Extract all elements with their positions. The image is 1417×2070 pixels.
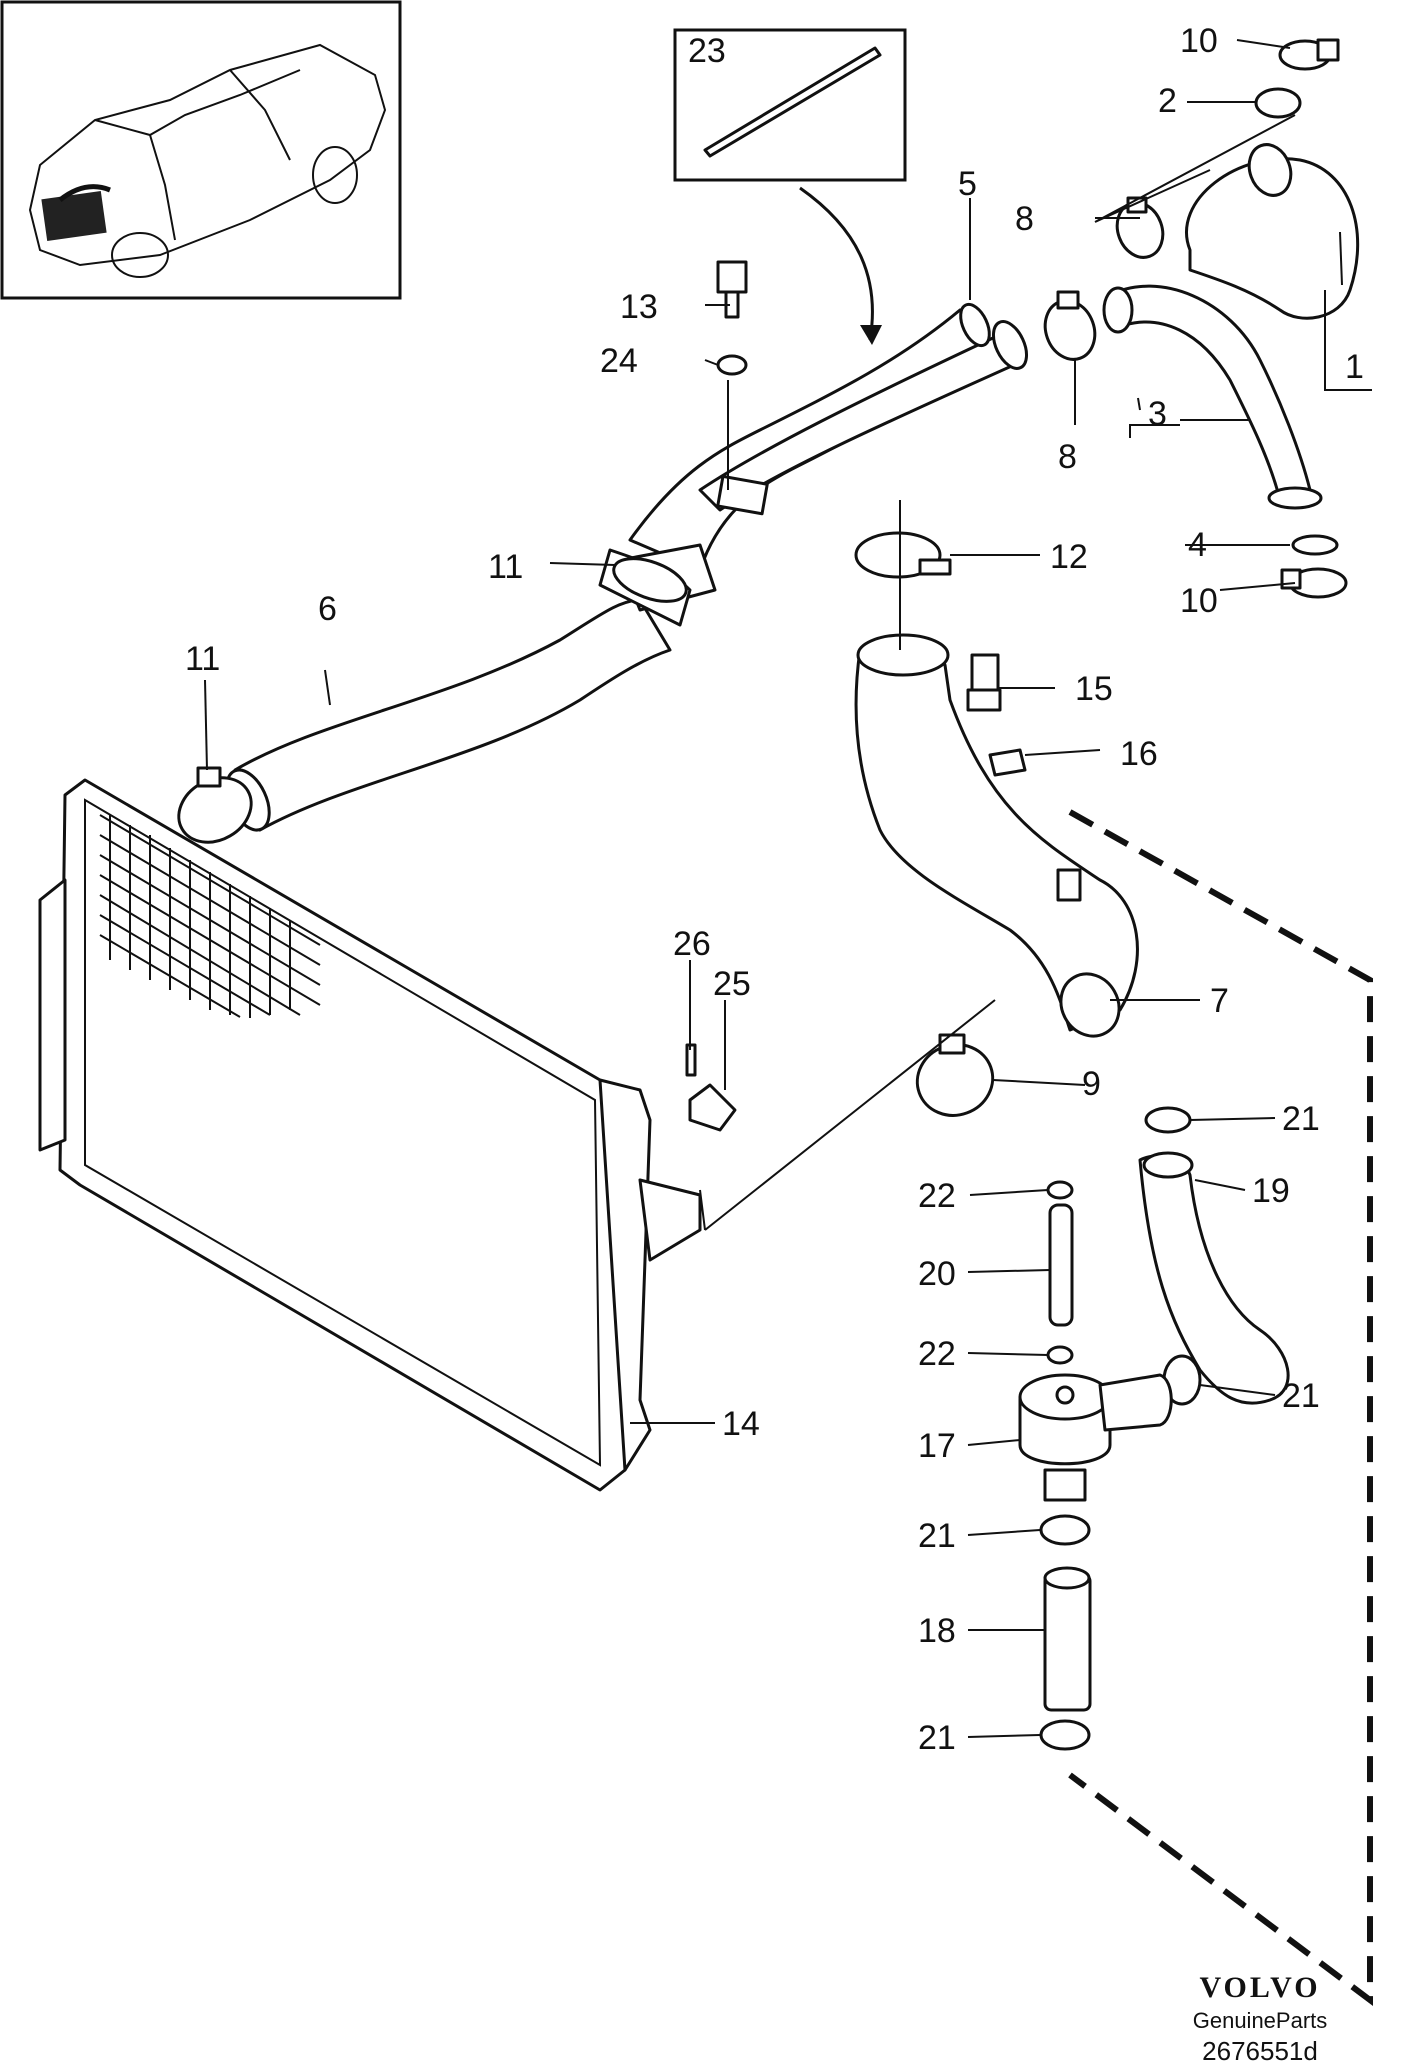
sensor-15 (966, 653, 1002, 712)
washer-24 (716, 354, 748, 376)
callout-7: 7 (1210, 982, 1229, 1020)
ring-21-mid (1039, 1514, 1091, 1546)
callout-11-upper: 11 (488, 548, 523, 586)
clip-22-bottom (1046, 1345, 1074, 1365)
callout-26: 26 (673, 925, 711, 963)
callout-25: 25 (713, 965, 751, 1003)
clamp-11-lower (177, 766, 253, 844)
bracket-25 (688, 1083, 737, 1132)
leader-lines (204, 39, 1372, 1738)
part-23-box (673, 28, 907, 345)
dashed-boundary (1068, 809, 1373, 2006)
callout-9: 9 (1082, 1065, 1101, 1103)
bolt-13 (716, 260, 748, 319)
clamp-9 (915, 1033, 995, 1117)
callout-23: 23 (688, 32, 726, 70)
callout-22-bottom: 22 (918, 1335, 956, 1373)
callout-2: 2 (1158, 82, 1177, 120)
callout-3: 3 (1148, 395, 1167, 433)
callout-24: 24 (600, 342, 638, 380)
callout-21-mid: 21 (918, 1517, 956, 1555)
document-number: 2676551d (1202, 2036, 1318, 2066)
pipe-1 (1185, 143, 1360, 320)
callout-18: 18 (918, 1612, 956, 1650)
callout-6: 6 (318, 590, 337, 628)
clip-16 (988, 748, 1027, 777)
callout-10-bottom: 10 (1180, 582, 1218, 620)
pipe-3 (1102, 284, 1323, 510)
clamp-10-upper (1278, 38, 1340, 71)
hose-18 (1043, 1566, 1092, 1712)
brand-block: VOLVO GenuineParts 2676551d (1193, 1971, 1328, 2066)
callout-1: 1 (1345, 348, 1364, 386)
hose-7 (854, 633, 1139, 1038)
brand-name: VOLVO (1199, 1971, 1320, 2004)
intercooler (38, 778, 702, 1492)
clamp-8-upper (1115, 196, 1165, 259)
callout-14: 14 (722, 1405, 760, 1443)
callout-22-top: 22 (918, 1177, 956, 1215)
callout-8-upper: 8 (1015, 200, 1034, 238)
callout-5: 5 (958, 165, 977, 203)
callout-16: 16 (1120, 735, 1158, 773)
car-thumbnail (0, 0, 402, 300)
hose-19 (1138, 1151, 1290, 1405)
clamp-8-lower (1043, 290, 1097, 361)
callout-17: 17 (918, 1427, 956, 1465)
tube-20 (1048, 1203, 1074, 1327)
ring-21-bottom (1039, 1719, 1091, 1751)
brand-subtitle: GenuineParts (1193, 2008, 1328, 2033)
callout-21-right: 21 (1282, 1377, 1320, 1415)
callout-8-lower: 8 (1058, 438, 1077, 476)
intercooler-mesh (99, 814, 321, 1018)
callout-labels: 10 2 23 5 8 13 24 8 1 3 4 10 11 12 6 11 … (185, 22, 1364, 1757)
valve-17 (1018, 1373, 1173, 1502)
callout-19: 19 (1252, 1172, 1290, 1210)
ring-21-top (1144, 1106, 1192, 1134)
callout-21-top: 21 (1282, 1100, 1320, 1138)
callout-15: 15 (1075, 670, 1113, 708)
clip-22-top (1046, 1180, 1074, 1200)
clamp-11-upper (612, 557, 688, 603)
callout-20: 20 (918, 1255, 956, 1293)
callout-21-bottom: 21 (918, 1719, 956, 1757)
hose-6 (225, 598, 672, 832)
callout-12: 12 (1050, 538, 1088, 576)
callout-13: 13 (620, 288, 658, 326)
callout-10-top: 10 (1180, 22, 1218, 60)
callout-4: 4 (1188, 526, 1207, 564)
callout-11-lower: 11 (185, 640, 220, 678)
ring-4 (1291, 534, 1339, 556)
ring-2 (1254, 87, 1302, 119)
clamp-12 (854, 531, 952, 579)
